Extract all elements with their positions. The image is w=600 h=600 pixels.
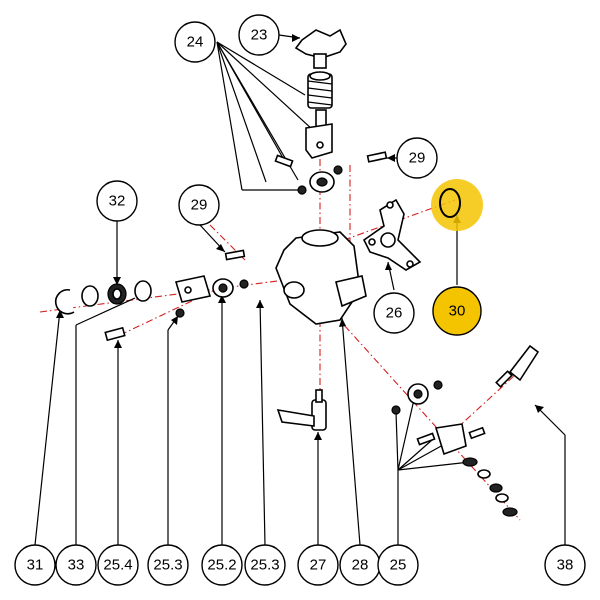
callout-label: 25.4 [103,557,132,574]
callout-c252: 25.2 [201,544,243,586]
callout-c253b: 25.3 [244,544,286,586]
callout-c38: 38 [544,544,586,586]
callout-c30: 30 [432,286,482,336]
callout-label: 32 [109,193,126,210]
callout-label: 33 [68,557,85,574]
callout-circle [14,544,56,586]
callout-bubbles: 24 23 29 32 29 30 26 31 33 25.4 25.3 25.2 25.3 27 28 25… [14,14,586,586]
callout-label: 25.3 [153,557,182,574]
callout-circle [174,21,216,63]
parts [54,28,540,517]
callout-c253a: 25.3 [147,544,189,586]
clevis-block-part [174,275,212,303]
callout-circle [396,137,438,179]
handle-part [495,344,540,388]
callout-circle [97,544,139,586]
callout-c29b: 29 [178,184,220,226]
callout-label: 38 [557,557,574,574]
callout-circle [432,286,482,336]
clevis-assembly-part [407,383,518,517]
callout-label: 28 [352,557,369,574]
callout-circle [147,544,189,586]
pin-part [224,249,246,261]
centerline-handle-38 [454,374,516,431]
callout-c24: 24 [174,21,216,63]
callout-label: 25.3 [250,557,279,574]
callout-circle [178,184,220,226]
callout-circle [96,180,138,222]
pin-part [274,154,294,168]
callout-label: 30 [449,303,466,320]
callout-circle [297,544,339,586]
callout-c31: 31 [14,544,56,586]
callout-label: 29 [409,150,426,167]
callout-circle [544,544,586,586]
callout-label: 25.2 [207,557,236,574]
callout-label: 31 [27,557,44,574]
callout-c32: 32 [96,180,138,222]
callout-c23: 23 [238,14,280,56]
callout-circle [55,544,97,586]
spring-part [307,71,333,109]
centerline-pin-29 [209,224,246,261]
callout-label: 25 [390,557,407,574]
callout-label: 23 [251,27,268,44]
callout-label: 27 [310,557,327,574]
pin-part [104,326,126,342]
callout-c254: 25.4 [97,544,139,586]
callout-circle [201,544,243,586]
callout-c29a: 29 [396,137,438,179]
callout-label: 24 [187,34,204,51]
callout-c26: 26 [373,292,415,334]
star-knob-part [294,28,347,69]
retaining-ring-part [54,288,75,315]
callout-circle [377,544,419,586]
bushing-part [309,171,335,193]
callout-c25: 25 [377,544,419,586]
centerline-lower-right [334,314,521,521]
snap-ring-part [439,188,461,218]
callout-label: 26 [386,305,403,322]
callout-c28: 28 [339,544,381,586]
valve-body-part [275,229,367,325]
pin-part [366,151,388,163]
callout-circle [373,292,415,334]
plunger-part [305,109,333,159]
washer-part [81,285,99,307]
callout-circle [244,544,286,586]
washer-part [134,280,152,302]
callout-c27: 27 [297,544,339,586]
callout-c33: 33 [55,544,97,586]
highlight-ring-30 [431,179,483,231]
lever-part [276,389,327,431]
callout-circle [238,14,280,56]
callout-label: 29 [191,197,208,214]
